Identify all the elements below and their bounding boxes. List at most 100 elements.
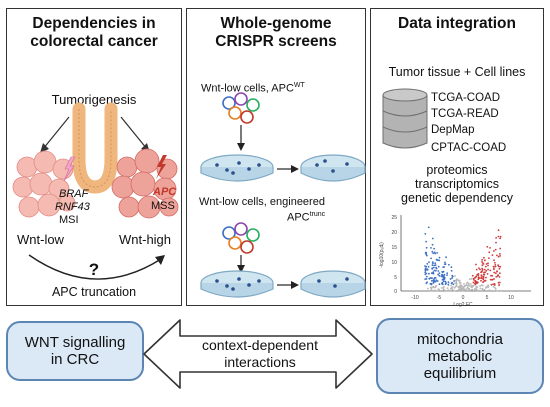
volcano-point xyxy=(447,289,450,291)
volcano-point xyxy=(475,268,478,271)
mito-box-line1: mitochondria xyxy=(417,330,503,348)
volcano-point xyxy=(444,280,447,283)
volcano-point xyxy=(438,256,441,259)
petri-dish-3 xyxy=(200,270,274,298)
mito-box-line3: equilibrium xyxy=(423,364,497,382)
volcano-point xyxy=(425,253,428,256)
volcano-point xyxy=(499,272,501,275)
panel-crispr: Whole-genome CRISPR screens Wnt-low cell… xyxy=(186,8,366,306)
dataset-3: CPTAC-COAD xyxy=(431,142,507,154)
volcano-point xyxy=(457,289,460,291)
volcano-point xyxy=(437,273,439,276)
panel-dependencies: Dependencies in colorectal cancer Tumori… xyxy=(6,8,182,306)
tissue-wnt-low xyxy=(12,150,76,218)
cells2-label-line1: Wnt-low cells, engineered xyxy=(199,196,325,208)
cells1-label: Wnt-low cells, APCWT xyxy=(201,79,305,96)
xtick-1: -5 xyxy=(437,295,442,301)
volcano-point xyxy=(431,272,433,274)
panel3-title: Data integration xyxy=(398,15,516,32)
volcano-point xyxy=(457,279,460,282)
volcano-point xyxy=(493,278,495,280)
volcano-point xyxy=(497,235,500,238)
volcano-point xyxy=(444,289,446,292)
volcano-point xyxy=(432,282,435,284)
volcano-point xyxy=(446,274,448,276)
volcano-point xyxy=(481,287,484,290)
volcano-point xyxy=(475,282,478,285)
volcano-point xyxy=(497,255,500,258)
volcano-point xyxy=(431,267,434,270)
panel1-title-line2: colorectal cancer xyxy=(30,33,158,50)
volcano-point xyxy=(487,264,489,267)
volcano-point xyxy=(452,283,455,286)
volcano-point xyxy=(480,274,483,277)
panel2-title-line2: CRISPR screens xyxy=(215,33,337,50)
volcano-point xyxy=(456,278,459,281)
volcano-point xyxy=(471,274,474,277)
volcano-point xyxy=(441,278,444,281)
volcano-point xyxy=(425,240,428,243)
volcano-point xyxy=(435,285,438,287)
mss-label: MSS xyxy=(151,200,175,212)
xtick-3: 5 xyxy=(486,295,489,301)
volcano-point xyxy=(427,287,429,290)
volcano-point xyxy=(425,254,428,257)
volcano-point xyxy=(443,263,446,265)
volcano-point xyxy=(431,264,434,267)
volcano-point xyxy=(429,289,432,292)
curved-arrow xyxy=(28,254,162,280)
volcano-point xyxy=(498,284,500,286)
interaction-label-line1: context-dependent xyxy=(202,337,318,353)
volcano-point xyxy=(434,277,437,279)
volcano-point xyxy=(490,278,493,281)
volcano-point xyxy=(435,267,438,270)
volcano-point xyxy=(437,270,440,272)
volcano-point xyxy=(429,277,432,279)
volcano-point xyxy=(425,251,427,254)
volcano-point xyxy=(443,285,445,288)
cells1-label-main: Wnt-low cells, APC xyxy=(201,82,294,95)
volcano-point xyxy=(477,273,480,275)
volcano-point xyxy=(432,271,435,274)
volcano-point xyxy=(475,288,478,291)
volcano-point xyxy=(444,283,447,285)
ytick-0: 25 xyxy=(391,215,397,221)
question-mark: ? xyxy=(88,260,100,279)
volcano-point xyxy=(438,288,440,291)
volcano-point xyxy=(483,288,486,291)
volcano-point xyxy=(440,275,443,278)
volcano-point xyxy=(469,283,472,285)
volcano-points xyxy=(424,226,502,292)
volcano-point xyxy=(431,237,434,240)
volcano-point xyxy=(443,266,446,268)
volcano-point xyxy=(496,254,498,257)
volcano-point xyxy=(425,275,428,278)
panel1-title: Dependencies in colorectal cancer xyxy=(7,15,181,51)
xtick-0: -10 xyxy=(411,295,418,301)
volcano-point xyxy=(485,269,488,272)
tissue-wnt-high xyxy=(111,148,179,219)
wnt-box-line2: in CRC xyxy=(50,351,100,368)
msi-label: MSI xyxy=(59,214,79,226)
volcano-point xyxy=(433,247,435,250)
volcano-point xyxy=(463,285,466,288)
panel-data-integration: Data integration Tumor tissue + Cell lin… xyxy=(370,8,544,308)
volcano-point xyxy=(484,265,487,268)
tumorigenesis-label: Tumorigenesis xyxy=(51,92,137,107)
volcano-point xyxy=(476,289,479,292)
omics-0: proteomics xyxy=(426,163,488,177)
petri-dish-1 xyxy=(200,154,274,182)
volcano-point xyxy=(474,279,477,282)
volcano-point xyxy=(499,235,502,238)
cell-dots-2 xyxy=(215,277,349,291)
volcano-point xyxy=(472,285,474,287)
volcano-point xyxy=(483,256,485,259)
volcano-point xyxy=(425,272,428,275)
double-arrow xyxy=(143,319,373,389)
volcano-point xyxy=(494,261,496,264)
volcano-point xyxy=(450,266,453,269)
volcano-point xyxy=(484,259,486,262)
crypt-u-shape xyxy=(72,102,118,194)
volcano-point xyxy=(454,286,457,288)
volcano-point xyxy=(432,279,435,282)
